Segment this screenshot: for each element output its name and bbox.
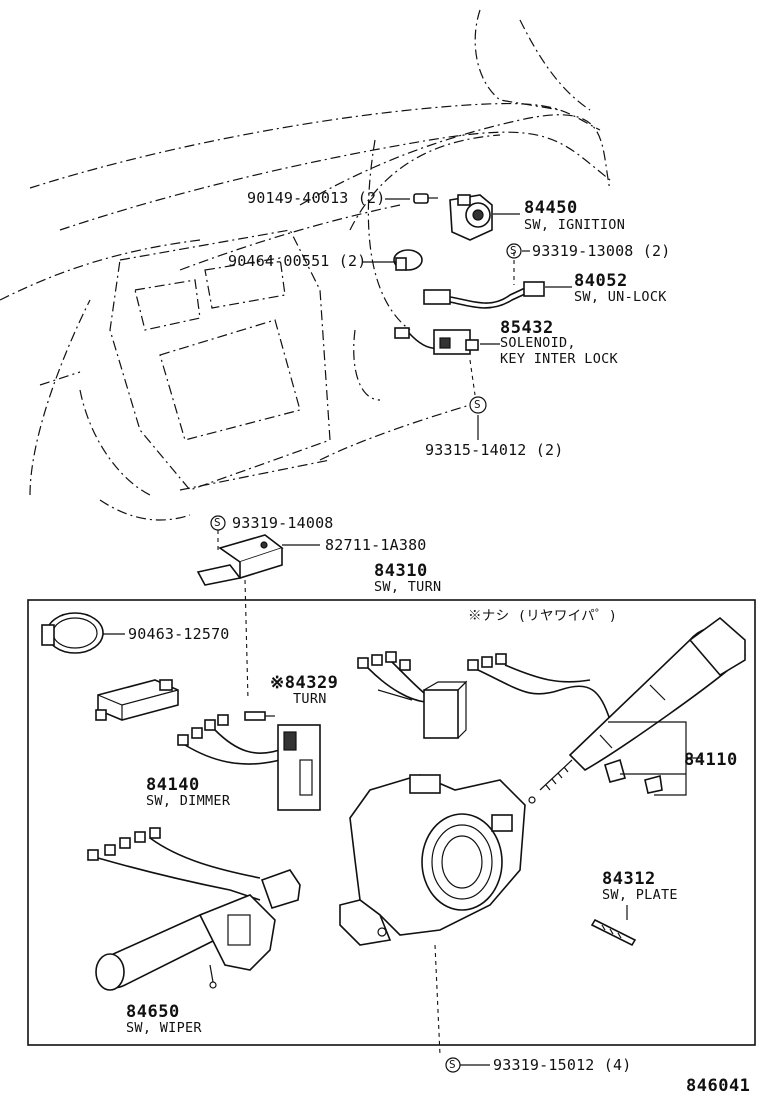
label-82711-1a380: 82711-1A380 [325, 536, 427, 554]
label-sw-ignition: SW, IGNITION [524, 217, 626, 233]
figure-number: 846041 [686, 1076, 751, 1096]
label-key-inter-lock: KEY INTER LOCK [500, 351, 618, 367]
label-84450: 84450 [524, 198, 578, 218]
solenoid-85432 [394, 327, 479, 355]
screw-letter-b: S [474, 398, 481, 411]
label-90464-00551: 90464-00551 (2) [228, 252, 367, 270]
ignition-switch-84450 [449, 194, 493, 241]
label-84312: 84312 [602, 869, 656, 889]
turn-relay-84329 [357, 651, 468, 739]
clamp-90463 [41, 612, 125, 654]
label-93319-15012: 93319-15012 (4) [493, 1056, 632, 1074]
leader-lines-top [362, 198, 572, 440]
dimmer-switch-84140 [177, 711, 321, 811]
label-85432: 85432 [500, 318, 554, 338]
label-84140: 84140 [146, 775, 200, 795]
clamp-90464 [393, 249, 423, 271]
label-84329: ※84329 [270, 673, 339, 693]
dashboard-outline [0, 9, 611, 521]
turn-lever-84110 [467, 616, 746, 804]
wiper-switch-84650 [87, 827, 301, 991]
screw-letter-d: S [449, 1058, 456, 1071]
label-solenoid: SOLENOID, [500, 335, 576, 351]
plate-switch-84312 [590, 905, 637, 947]
label-turn: TURN [293, 691, 327, 707]
unlock-switch-84052 [423, 281, 545, 309]
label-93315-14012: 93315-14012 (2) [425, 441, 564, 459]
label-84650: 84650 [126, 1002, 180, 1022]
label-note-nashi: ※ナシ (リヤワイパ゜) [468, 608, 618, 624]
connector-block [95, 679, 179, 721]
screw-letter-c: S [214, 516, 221, 529]
label-90149-40013: 90149-40013 (2) [247, 189, 386, 207]
label-90463-12570: 90463-12570 [128, 625, 230, 643]
label-sw-wiper: SW, WIPER [126, 1020, 202, 1036]
label-sw-dimmer: SW, DIMMER [146, 793, 231, 809]
label-84310: 84310 [374, 561, 428, 581]
label-84110: 84110 [684, 750, 738, 770]
bracket-82711 [196, 515, 320, 701]
label-sw-plate: SW, PLATE [602, 887, 678, 903]
label-sw-un-lock: SW, UN-LOCK [574, 289, 667, 305]
label-84052: 84052 [574, 271, 628, 291]
screw-letter-a: S [510, 244, 517, 257]
combination-switch-body [339, 774, 526, 1056]
screw-marker-b [469, 396, 487, 414]
bolt-90149 [413, 193, 438, 204]
screw-marker-c [445, 1057, 490, 1073]
screw-marker-a [506, 243, 522, 259]
label-93319-13008: 93319-13008 (2) [532, 242, 671, 260]
label-93319-14008: 93319-14008 [232, 514, 334, 532]
assembly-frame [27, 599, 756, 1046]
label-sw-turn: SW, TURN [374, 579, 442, 595]
